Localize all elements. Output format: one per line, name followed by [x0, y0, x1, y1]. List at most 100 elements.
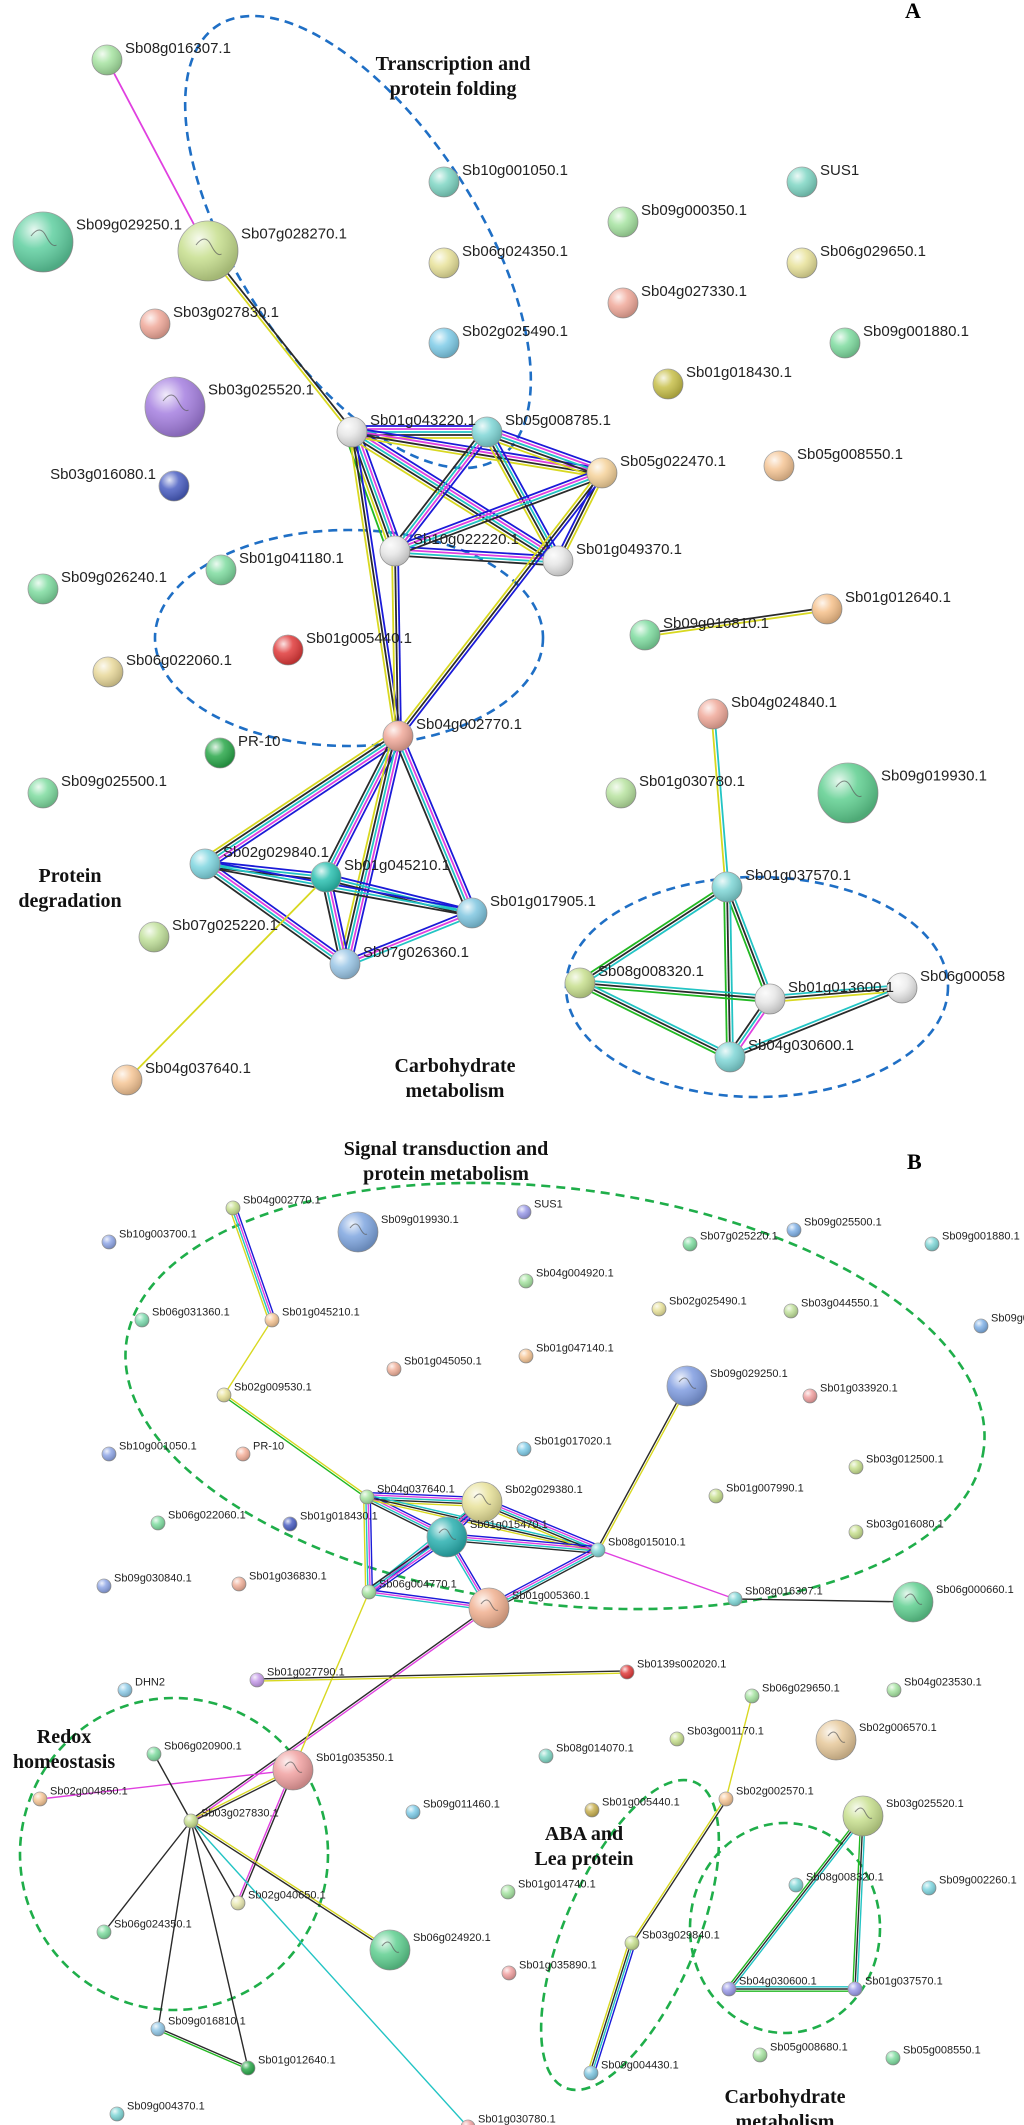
protein-node[interactable]	[183, 1813, 199, 1829]
protein-node[interactable]	[386, 1361, 402, 1377]
protein-node[interactable]	[744, 1688, 760, 1704]
protein-node[interactable]	[150, 2021, 166, 2037]
protein-node[interactable]	[605, 777, 637, 809]
protein-node[interactable]	[32, 1791, 48, 1807]
protein-node[interactable]	[101, 1446, 117, 1462]
protein-node[interactable]	[629, 619, 661, 651]
protein-node[interactable]	[231, 1576, 247, 1592]
protein-node[interactable]	[405, 1804, 421, 1820]
protein-node[interactable]	[456, 897, 488, 929]
protein-node[interactable]	[788, 1877, 804, 1893]
protein-node[interactable]	[272, 1749, 314, 1791]
protein-node[interactable]	[109, 2106, 125, 2122]
protein-node[interactable]	[516, 1204, 532, 1220]
protein-node[interactable]	[150, 1515, 166, 1531]
protein-node[interactable]	[921, 1880, 937, 1896]
protein-node[interactable]	[624, 1935, 640, 1951]
protein-node[interactable]	[138, 921, 170, 953]
protein-node[interactable]	[652, 368, 684, 400]
protein-node[interactable]	[282, 1516, 298, 1532]
protein-node[interactable]	[786, 247, 818, 279]
protein-node[interactable]	[139, 308, 171, 340]
protein-node[interactable]	[590, 1542, 606, 1558]
protein-node[interactable]	[249, 1672, 265, 1688]
protein-node[interactable]	[189, 848, 221, 880]
protein-node[interactable]	[754, 983, 786, 1015]
protein-node[interactable]	[92, 656, 124, 688]
protein-node[interactable]	[428, 327, 460, 359]
protein-node[interactable]	[666, 1365, 708, 1407]
protein-node[interactable]	[216, 1387, 232, 1403]
protein-node[interactable]	[586, 457, 618, 489]
protein-node[interactable]	[721, 1981, 737, 1997]
protein-node[interactable]	[460, 2119, 476, 2125]
protein-node[interactable]	[359, 1489, 375, 1505]
protein-node[interactable]	[177, 220, 239, 282]
protein-node[interactable]	[583, 2065, 599, 2081]
protein-node[interactable]	[329, 948, 361, 980]
protein-node[interactable]	[230, 1895, 246, 1911]
protein-node[interactable]	[96, 1578, 112, 1594]
protein-node[interactable]	[651, 1301, 667, 1317]
protein-node[interactable]	[225, 1200, 241, 1216]
protein-node[interactable]	[518, 1348, 534, 1364]
protein-node[interactable]	[542, 545, 574, 577]
protein-node[interactable]	[518, 1273, 534, 1289]
protein-node[interactable]	[786, 166, 818, 198]
protein-node[interactable]	[802, 1388, 818, 1404]
protein-node[interactable]	[204, 737, 236, 769]
protein-node[interactable]	[783, 1303, 799, 1319]
protein-node[interactable]	[428, 247, 460, 279]
protein-node[interactable]	[111, 1064, 143, 1096]
protein-node[interactable]	[752, 2047, 768, 2063]
protein-node[interactable]	[848, 1524, 864, 1540]
protein-node[interactable]	[711, 871, 743, 903]
protein-node[interactable]	[235, 1446, 251, 1462]
protein-node[interactable]	[461, 1481, 503, 1523]
protein-node[interactable]	[146, 1746, 162, 1762]
protein-node[interactable]	[144, 376, 206, 438]
protein-node[interactable]	[763, 450, 795, 482]
protein-node[interactable]	[101, 1234, 117, 1250]
protein-node[interactable]	[811, 593, 843, 625]
protein-node[interactable]	[817, 762, 879, 824]
protein-node[interactable]	[829, 327, 861, 359]
protein-node[interactable]	[885, 2050, 901, 2066]
protein-node[interactable]	[272, 634, 304, 666]
protein-node[interactable]	[369, 1929, 411, 1971]
protein-node[interactable]	[607, 206, 639, 238]
protein-node[interactable]	[500, 1884, 516, 1900]
protein-node[interactable]	[96, 1924, 112, 1940]
protein-node[interactable]	[117, 1682, 133, 1698]
protein-node[interactable]	[382, 720, 414, 752]
protein-node[interactable]	[718, 1791, 734, 1807]
protein-node[interactable]	[310, 861, 342, 893]
protein-node[interactable]	[428, 166, 460, 198]
protein-node[interactable]	[426, 1516, 468, 1558]
protein-node[interactable]	[205, 554, 237, 586]
protein-node[interactable]	[336, 416, 368, 448]
protein-node[interactable]	[264, 1312, 280, 1328]
protein-node[interactable]	[848, 1459, 864, 1475]
protein-node[interactable]	[471, 416, 503, 448]
protein-node[interactable]	[91, 44, 123, 76]
protein-node[interactable]	[538, 1748, 554, 1764]
protein-node[interactable]	[842, 1795, 884, 1837]
protein-node[interactable]	[682, 1236, 698, 1252]
protein-node[interactable]	[708, 1488, 724, 1504]
protein-node[interactable]	[468, 1587, 510, 1629]
protein-node[interactable]	[516, 1441, 532, 1457]
protein-node[interactable]	[924, 1236, 940, 1252]
protein-node[interactable]	[361, 1584, 377, 1600]
protein-node[interactable]	[886, 972, 918, 1004]
protein-node[interactable]	[27, 573, 59, 605]
protein-node[interactable]	[134, 1312, 150, 1328]
protein-node[interactable]	[669, 1731, 685, 1747]
protein-node[interactable]	[714, 1041, 746, 1073]
protein-node[interactable]	[12, 211, 74, 273]
protein-node[interactable]	[973, 1318, 989, 1334]
protein-node[interactable]	[337, 1211, 379, 1253]
protein-node[interactable]	[815, 1719, 857, 1761]
protein-node[interactable]	[564, 967, 596, 999]
protein-node[interactable]	[158, 470, 190, 502]
